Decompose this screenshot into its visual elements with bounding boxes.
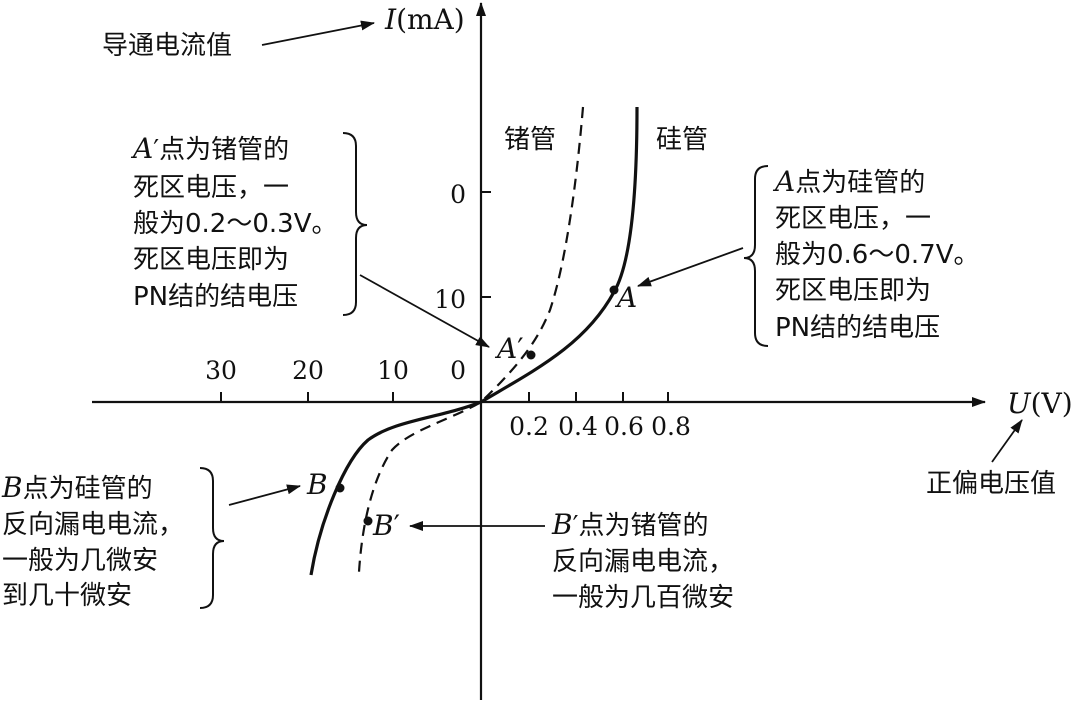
x-neg-tick-label-20: 20 xyxy=(292,356,324,385)
b-prime-note-line2: 反向漏电电流， xyxy=(552,547,734,577)
a-prime-note-line5: PN结的结电压 xyxy=(133,282,298,312)
a-prime-note-line1: A′点为锗管的 xyxy=(130,132,289,165)
forward-voltage-label: 正偏电压值 xyxy=(926,469,1056,499)
point-b-prime-label: B′ xyxy=(372,509,400,542)
germanium-curve-label: 锗管 xyxy=(504,125,556,155)
b-prime-note: B′点为锗管的 反向漏电电流， 一般为几百微安 xyxy=(551,508,734,613)
x-neg-tick-label-10: 10 xyxy=(377,356,409,385)
point-a-prime-label: A′ xyxy=(494,332,524,365)
germanium-curve xyxy=(357,106,585,573)
a-note-line1: A点为硅管的 xyxy=(772,165,925,198)
a-note-line5: PN结的结电压 xyxy=(775,313,940,343)
b-prime-note-line3: 一般为几百微安 xyxy=(552,583,734,613)
b-brace xyxy=(199,467,225,609)
x-tick-label-0.8: 0.8 xyxy=(651,412,691,441)
conduction-current-arrow xyxy=(261,20,375,46)
a-prime-arrow xyxy=(359,274,490,348)
x-tick-label-0.4: 0.4 xyxy=(558,412,598,441)
b-note-line3: 一般为几微安 xyxy=(2,546,158,576)
a-note: A点为硅管的 死区电压，一 般为0.6～0.7V。 死区电压即为 PN结的结电压 xyxy=(772,165,979,343)
x-tick-label-0.2: 0.2 xyxy=(509,412,549,441)
b-note-line1: B点为硅管的 xyxy=(1,471,153,504)
a-brace xyxy=(743,165,769,347)
silicon-curve xyxy=(309,106,639,576)
x-tick-label-0.6: 0.6 xyxy=(604,412,644,441)
x-neg-tick-label-30: 30 xyxy=(205,356,237,385)
a-prime-note-line3: 般为0.2～0.3V。 xyxy=(133,209,337,239)
point-a-dot xyxy=(609,285,619,295)
point-a-label: A xyxy=(614,281,637,314)
point-a-prime-dot xyxy=(526,350,536,360)
a-prime-note-line2: 死区电压，一 xyxy=(133,173,289,203)
a-prime-note: A′点为锗管的 死区电压，一 般为0.2～0.3V。 死区电压即为 PN结的结电… xyxy=(130,132,337,312)
a-prime-brace xyxy=(342,132,368,316)
y-tick-label-0: 0 xyxy=(450,180,466,209)
y-tick-label-10: 10 xyxy=(434,285,466,314)
forward-voltage-arrow xyxy=(991,419,1023,463)
a-prime-note-line4: 死区电压即为 xyxy=(133,245,289,275)
b-note-line2: 反向漏电电流， xyxy=(2,510,184,540)
silicon-curve-label: 硅管 xyxy=(656,125,708,155)
point-b-dot xyxy=(335,483,345,493)
a-note-line3: 般为0.6～0.7V。 xyxy=(775,240,979,270)
a-arrow xyxy=(637,247,744,287)
a-note-line2: 死区电压，一 xyxy=(775,204,931,234)
point-b-label: B xyxy=(306,468,328,501)
point-b-prime-dot xyxy=(363,516,373,526)
b-note-line4: 到几十微安 xyxy=(2,581,132,611)
b-note: B点为硅管的 反向漏电电流， 一般为几微安 到几十微安 xyxy=(1,471,184,611)
x-axis-name: U(V) xyxy=(1007,387,1073,420)
y-axis-name: I(mA) xyxy=(384,3,465,36)
origin-label: 0 xyxy=(450,356,466,385)
a-note-line4: 死区电压即为 xyxy=(775,276,931,306)
b-prime-note-line1: B′点为锗管的 xyxy=(551,508,709,541)
b-arrow xyxy=(228,484,301,506)
conduction-current-label: 导通电流值 xyxy=(102,31,232,61)
